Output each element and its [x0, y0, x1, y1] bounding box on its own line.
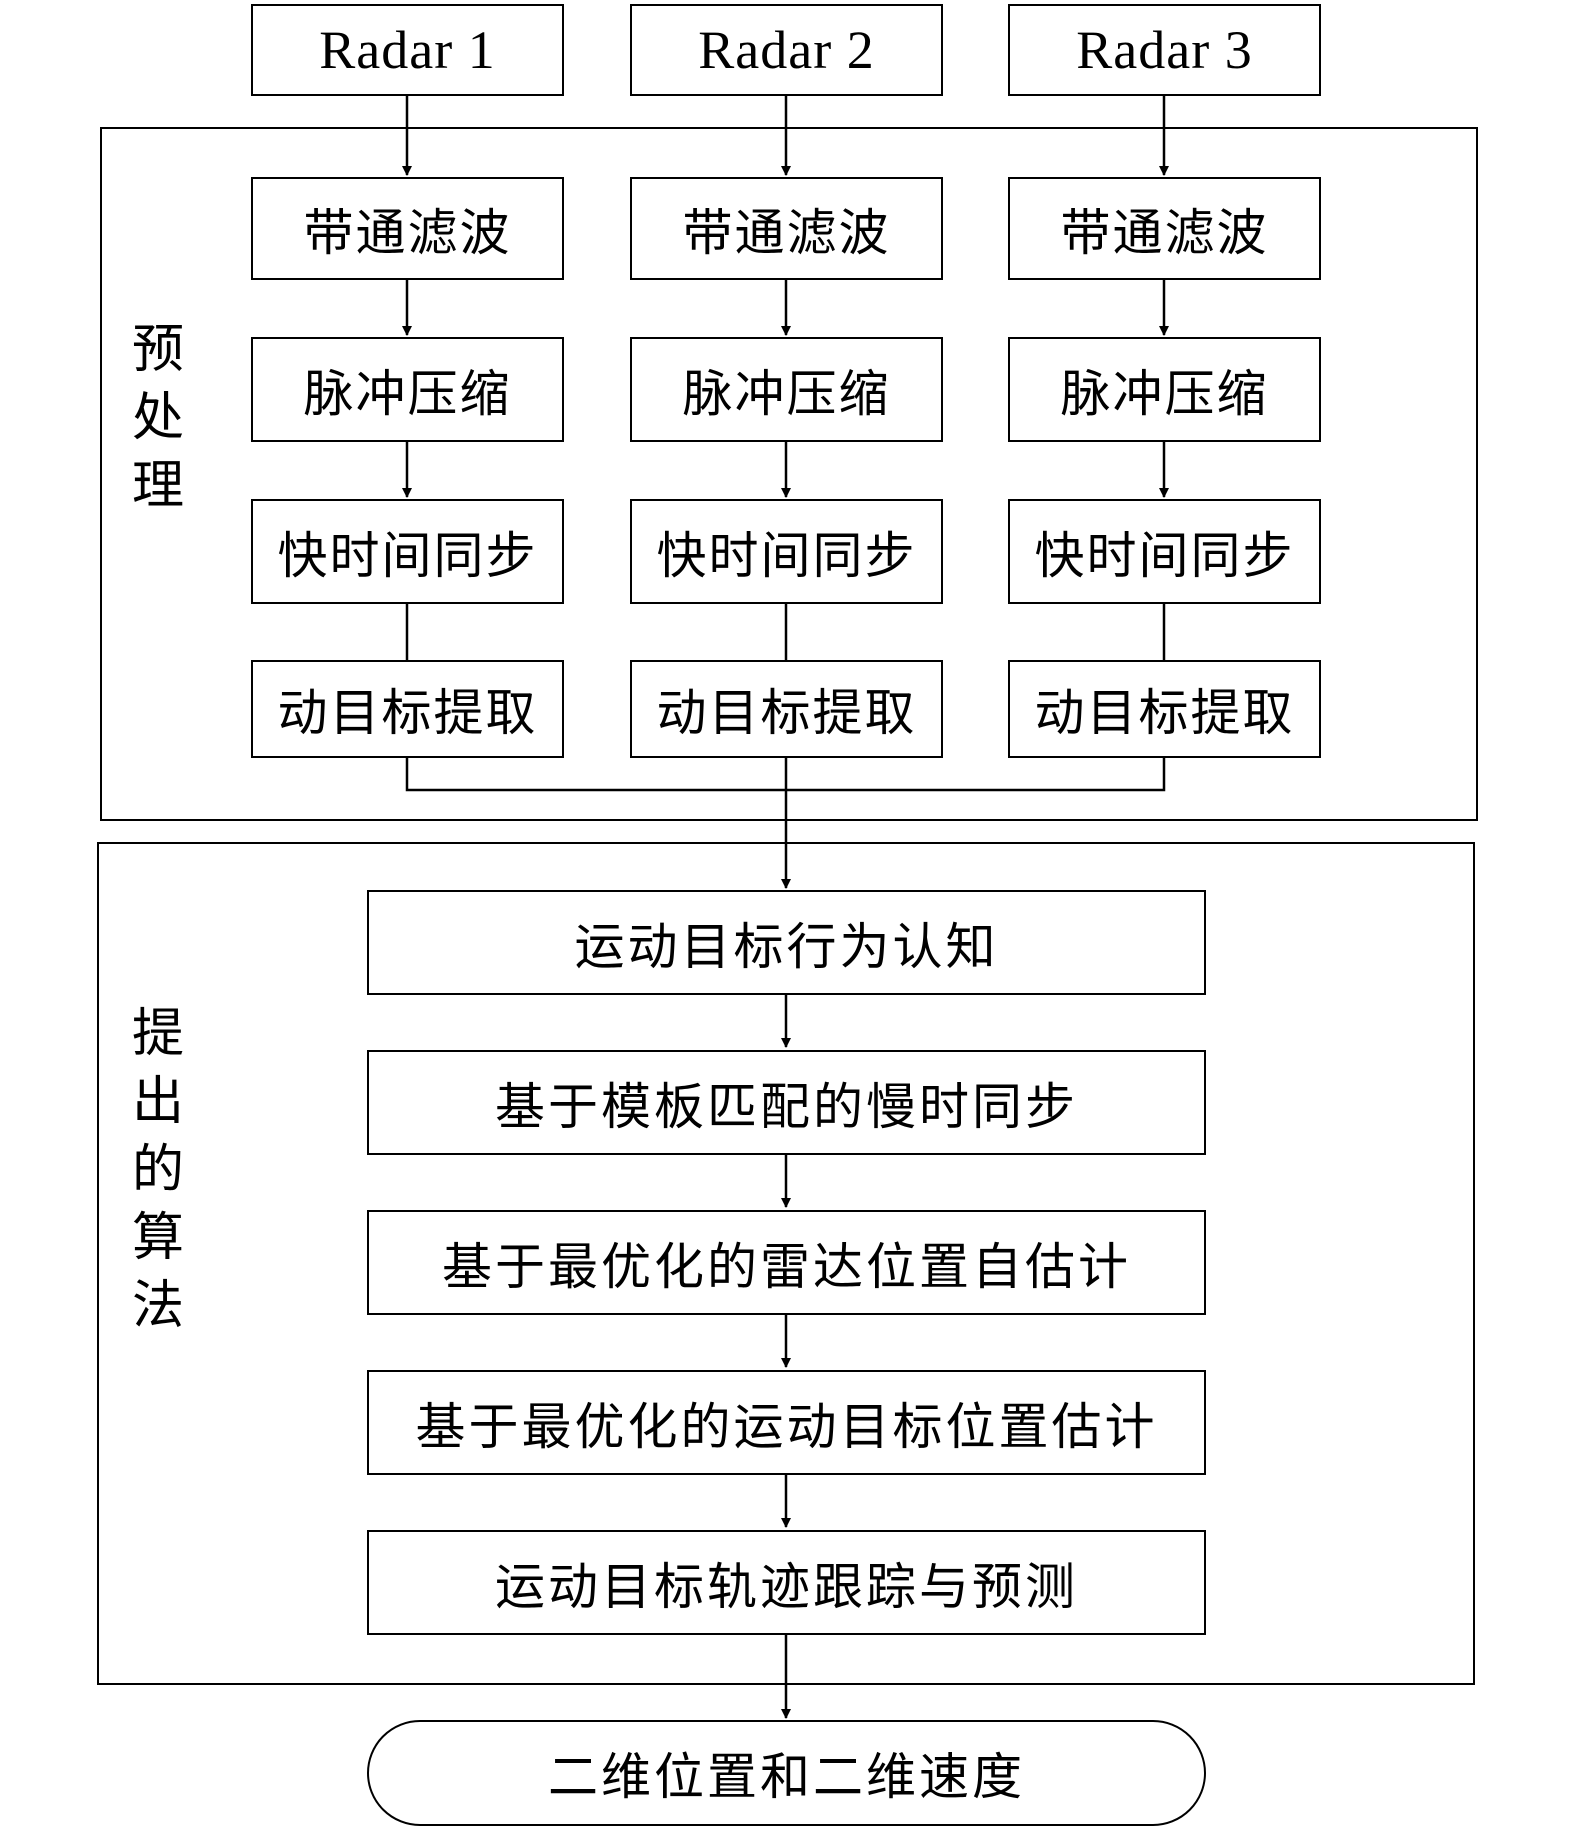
bandpass-filter-1: 带通滤波 — [251, 177, 564, 280]
slow-time-sync-box: 基于模板匹配的慢时同步 — [367, 1050, 1206, 1155]
moving-target-extraction-1: 动目标提取 — [251, 660, 564, 758]
fast-time-sync-3: 快时间同步 — [1008, 499, 1321, 604]
bandpass-filter-2: 带通滤波 — [630, 177, 943, 280]
radar-2-box: Radar 2 — [630, 4, 943, 96]
fast-time-sync-1: 快时间同步 — [251, 499, 564, 604]
target-position-estimation-box: 基于最优化的运动目标位置估计 — [367, 1370, 1206, 1475]
pulse-compression-2: 脉冲压缩 — [630, 337, 943, 442]
radar-3-box: Radar 3 — [1008, 4, 1321, 96]
radar-1-box: Radar 1 — [251, 4, 564, 96]
fast-time-sync-2: 快时间同步 — [630, 499, 943, 604]
pulse-compression-3: 脉冲压缩 — [1008, 337, 1321, 442]
trajectory-tracking-box: 运动目标轨迹跟踪与预测 — [367, 1530, 1206, 1635]
behavior-cognition-box: 运动目标行为认知 — [367, 890, 1206, 995]
output-terminal: 二维位置和二维速度 — [367, 1720, 1206, 1826]
radar-position-estimation-box: 基于最优化的雷达位置自估计 — [367, 1210, 1206, 1315]
moving-target-extraction-2: 动目标提取 — [630, 660, 943, 758]
algorithm-group-label: 提 出 的 算 法 — [131, 1004, 184, 1336]
preprocess-group-label: 预 处 理 — [131, 320, 184, 516]
pulse-compression-1: 脉冲压缩 — [251, 337, 564, 442]
preprocess-group — [100, 127, 1478, 821]
algorithm-group — [97, 842, 1475, 1685]
bandpass-filter-3: 带通滤波 — [1008, 177, 1321, 280]
moving-target-extraction-3: 动目标提取 — [1008, 660, 1321, 758]
